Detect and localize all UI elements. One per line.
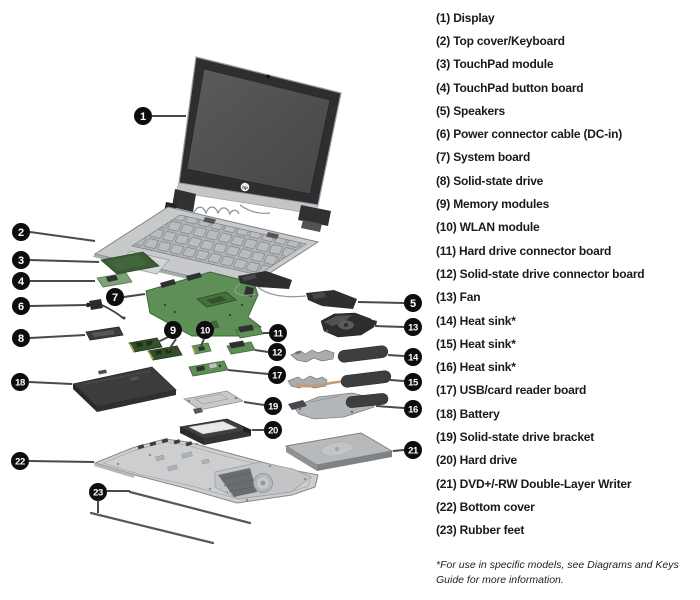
callout-20: 20 bbox=[252, 421, 282, 439]
callout-5: 5 bbox=[357, 294, 422, 312]
legend-item-2: (2) Top cover/Keyboard bbox=[436, 33, 565, 48]
callout-11: 11 bbox=[263, 324, 287, 342]
svg-text:19: 19 bbox=[268, 401, 278, 412]
callout-19: 19 bbox=[243, 397, 282, 415]
legend-item-1: (1) Display bbox=[436, 10, 495, 25]
callout-21: 21 bbox=[392, 441, 422, 459]
legend-item-22: (22) Bottom cover bbox=[436, 499, 535, 514]
hard-drive-part bbox=[178, 418, 253, 445]
callout-18: 18 bbox=[11, 373, 73, 391]
svg-text:16: 16 bbox=[408, 404, 418, 415]
legend-item-9: (9) Memory modules bbox=[436, 197, 550, 212]
legend-item-19: (19) Solid-state drive bracket bbox=[436, 429, 595, 444]
legend-item-15: (15) Heat sink* bbox=[436, 336, 516, 351]
legend-footnote: *For use in specific models, see Diagram… bbox=[436, 559, 679, 586]
svg-text:9: 9 bbox=[170, 325, 176, 337]
ssd-bracket-part bbox=[182, 390, 245, 414]
memory-modules-part bbox=[128, 337, 183, 361]
callout-9: 9 bbox=[151, 321, 182, 352]
parts-legend: (1) Display (2) Top cover/Keyboard (3) T… bbox=[436, 6, 698, 542]
callout-23: 23 bbox=[89, 483, 130, 513]
webcam-dot bbox=[266, 74, 270, 79]
callout-3: 3 bbox=[12, 251, 100, 269]
callout-14: 14 bbox=[387, 348, 422, 366]
usb-card-reader-board-part bbox=[188, 360, 229, 377]
legend-item-5: (5) Speakers bbox=[436, 103, 505, 118]
callout-17: 17 bbox=[227, 366, 286, 384]
antenna-cables bbox=[192, 206, 240, 216]
rubber-feet-part bbox=[89, 490, 252, 545]
svg-text:11: 11 bbox=[273, 328, 283, 339]
callout-12: 12 bbox=[254, 343, 286, 361]
legend-item-16: (16) Heat sink* bbox=[436, 360, 516, 375]
diagram-canvas: hp bbox=[11, 56, 422, 545]
svg-text:22: 22 bbox=[15, 456, 25, 467]
callout-2: 2 bbox=[12, 223, 96, 242]
dvd-writer-part bbox=[284, 432, 394, 471]
speaker-cable bbox=[257, 286, 307, 298]
svg-text:3: 3 bbox=[18, 255, 24, 267]
svg-text:14: 14 bbox=[408, 352, 419, 363]
touchpad-button-board-part bbox=[96, 272, 133, 288]
solid-state-drive-part bbox=[85, 326, 124, 341]
svg-text:2: 2 bbox=[18, 227, 24, 239]
display-assembly-part: hp bbox=[164, 56, 342, 232]
touchpad-module-part bbox=[100, 251, 160, 275]
legend-item-8: (8) Solid-state drive bbox=[436, 173, 544, 188]
callout-22: 22 bbox=[11, 452, 95, 470]
battery-part bbox=[72, 366, 177, 412]
svg-text:8: 8 bbox=[18, 333, 24, 345]
callout-15: 15 bbox=[389, 373, 422, 391]
svg-text:5: 5 bbox=[410, 298, 416, 310]
legend-item-18: (18) Battery bbox=[436, 406, 500, 421]
hard-drive-connector-board-part bbox=[235, 324, 264, 339]
svg-text:1: 1 bbox=[140, 111, 146, 123]
svg-text:6: 6 bbox=[18, 301, 24, 313]
legend-item-20: (20) Hard drive bbox=[436, 453, 518, 468]
callout-4: 4 bbox=[12, 272, 95, 290]
hp-logo bbox=[240, 182, 250, 192]
legend-item-21: (21) DVD+/-RW Double-Layer Writer bbox=[436, 476, 632, 491]
svg-text:7: 7 bbox=[112, 292, 118, 304]
legend-item-3: (3) TouchPad module bbox=[436, 57, 554, 72]
legend-item-6: (6) Power connector cable (DC-in) bbox=[436, 127, 623, 142]
callout-7: 7 bbox=[106, 288, 146, 306]
heat-sink-15-part bbox=[287, 370, 392, 389]
callout-13: 13 bbox=[374, 318, 422, 336]
svg-text:20: 20 bbox=[268, 425, 278, 436]
callout-6: 6 bbox=[12, 297, 88, 315]
legend-item-7: (7) System board bbox=[436, 150, 531, 165]
callout-1: 1 bbox=[134, 107, 186, 125]
svg-text:13: 13 bbox=[408, 322, 418, 333]
callout-10: 10 bbox=[196, 321, 214, 347]
legend-item-13: (13) Fan bbox=[436, 290, 481, 305]
heat-sink-14-part bbox=[290, 345, 389, 363]
heat-sink-16-part bbox=[288, 392, 389, 420]
svg-text:21: 21 bbox=[408, 445, 419, 456]
speakers-part bbox=[234, 271, 357, 309]
callout-8: 8 bbox=[12, 329, 86, 347]
callout-16: 16 bbox=[375, 400, 422, 418]
legend-item-23: (23) Rubber feet bbox=[436, 523, 525, 538]
legend-item-10: (10) WLAN module bbox=[436, 220, 540, 235]
legend-item-12: (12) Solid-state drive connector board bbox=[436, 266, 645, 281]
fan-part bbox=[320, 312, 377, 338]
svg-text:12: 12 bbox=[272, 347, 282, 358]
svg-text:4: 4 bbox=[18, 276, 25, 288]
hp-logo-text: hp bbox=[242, 185, 248, 190]
legend-item-14: (14) Heat sink* bbox=[436, 313, 516, 328]
svg-text:17: 17 bbox=[272, 370, 282, 381]
hinge-left bbox=[172, 189, 196, 212]
bottom-cover-part bbox=[93, 438, 319, 504]
callouts-layer: 1 2 3 4 5 6 7 bbox=[11, 107, 422, 513]
power-connector-cable-part bbox=[85, 299, 126, 320]
svg-text:23: 23 bbox=[93, 487, 103, 498]
svg-text:10: 10 bbox=[200, 325, 210, 336]
legend-item-11: (11) Hard drive connector board bbox=[436, 243, 612, 258]
ssd-connector-board-part bbox=[226, 340, 256, 355]
legend-item-17: (17) USB/card reader board bbox=[436, 383, 587, 398]
legend-item-4: (4) TouchPad button board bbox=[436, 80, 584, 95]
svg-text:18: 18 bbox=[15, 377, 25, 388]
svg-text:15: 15 bbox=[408, 377, 419, 388]
